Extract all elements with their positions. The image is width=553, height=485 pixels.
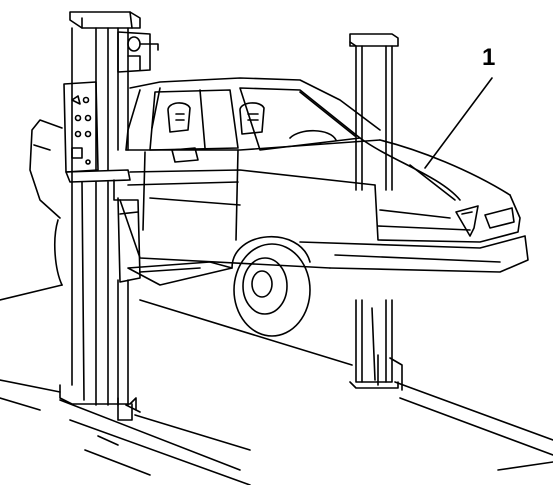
car xyxy=(30,78,528,336)
callout-label-1: 1 xyxy=(482,44,496,71)
rear-lift-column xyxy=(350,34,402,390)
floor xyxy=(0,285,553,485)
front-lift-column xyxy=(60,12,158,420)
